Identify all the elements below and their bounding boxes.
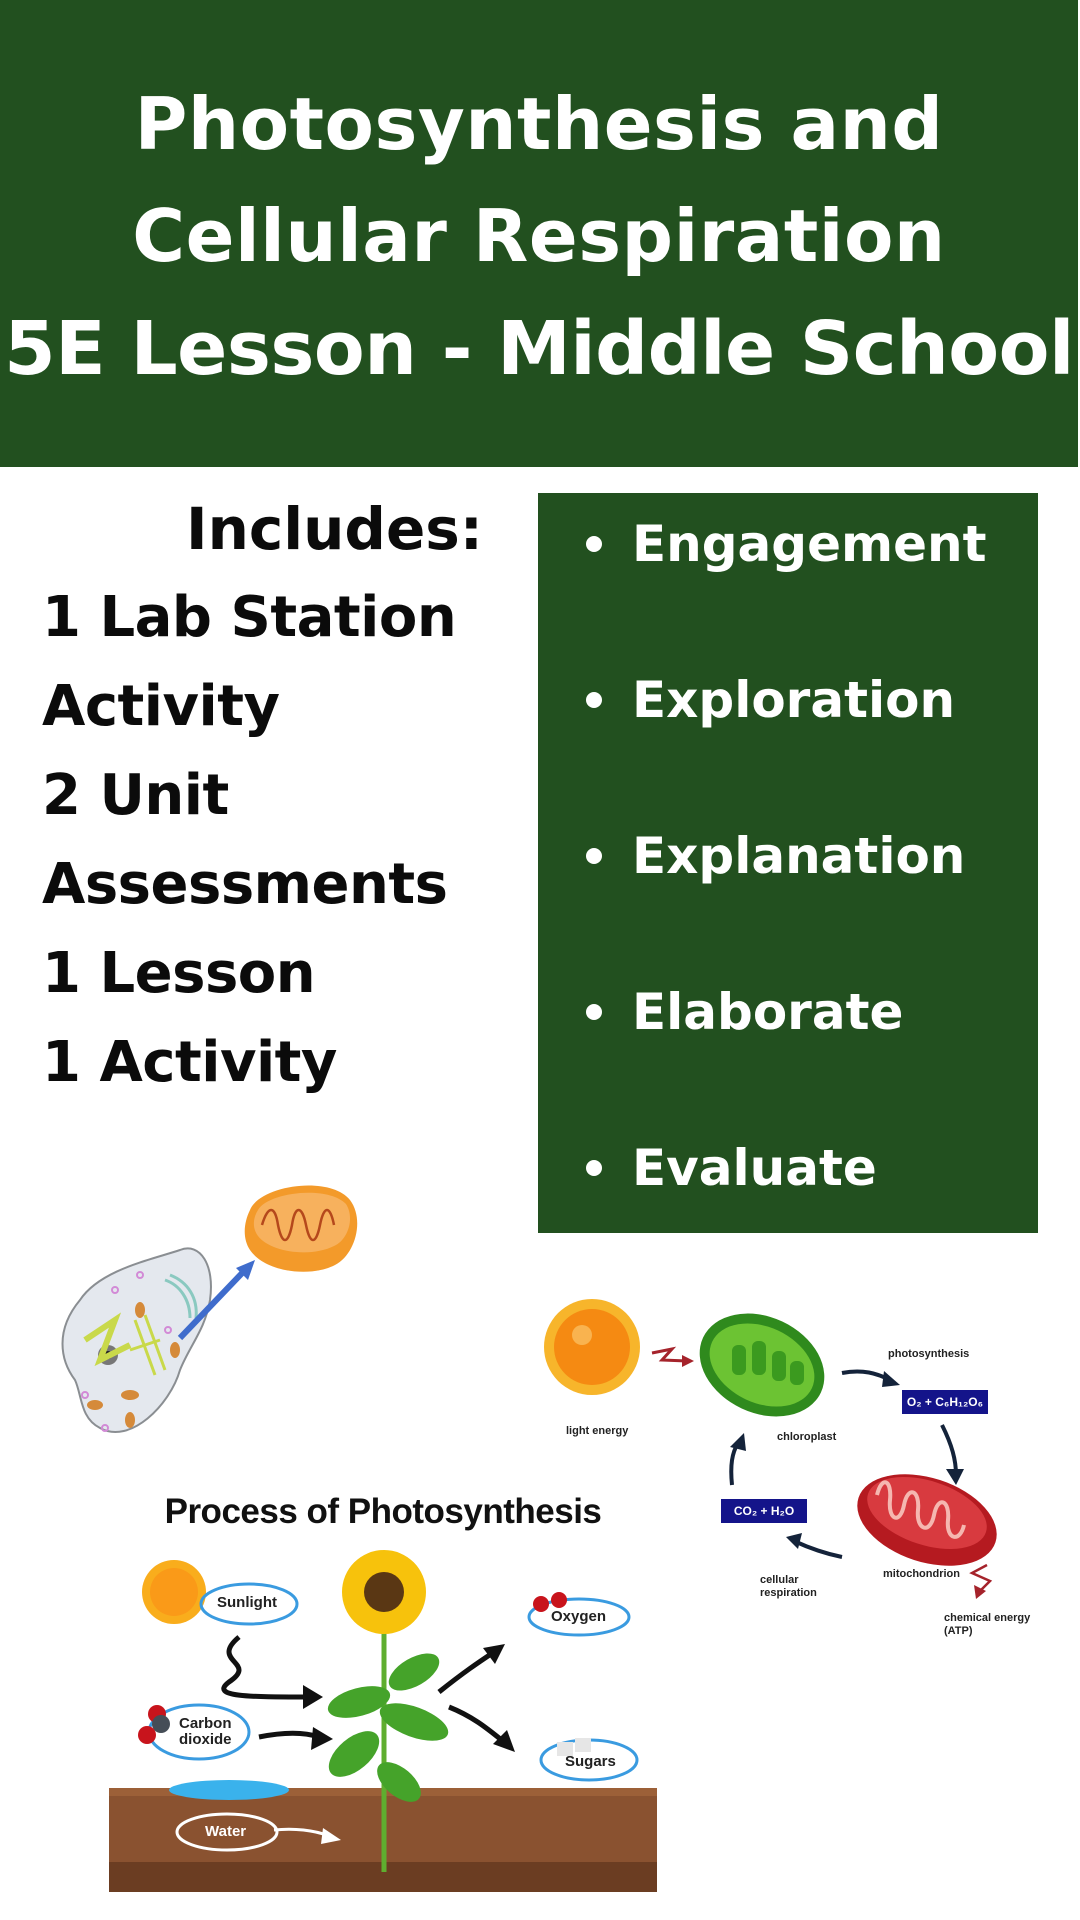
includes-item: Activity [42, 674, 280, 739]
label-chloroplast: chloroplast [777, 1431, 837, 1443]
title-line-3: 5E Lesson - Middle School [4, 306, 1074, 392]
phase-item: Exploration [586, 671, 955, 729]
process-of-photosynthesis-diagram: Process of Photosynthesis [109, 1492, 657, 1892]
photosynthesis-respiration-cycle: light energy chloroplast photosynthesis … [532, 1285, 1032, 1640]
title-banner: Photosynthesis and Cellular Respiration … [0, 0, 1078, 467]
cell-illustration [40, 1170, 370, 1440]
includes-title: Includes: [186, 495, 483, 563]
label-oxygen: Oxygen [551, 1608, 607, 1625]
bullet-icon [586, 692, 602, 708]
animal-cell-icon [61, 1247, 212, 1434]
mitochondrion-icon [857, 1474, 997, 1566]
phase-item: Evaluate [586, 1139, 877, 1197]
mitochondrion-icon [244, 1185, 358, 1272]
label-mitochondrion: mitochondrion [883, 1568, 960, 1580]
sunflower-icon [327, 1550, 449, 1872]
phase-item: Elaborate [586, 983, 903, 1041]
phase-item: Engagement [586, 515, 987, 573]
title-line-1: Photosynthesis and [134, 82, 944, 166]
label-chemical-energy: chemical energy [944, 1612, 1031, 1624]
includes-item: Assessments [42, 852, 448, 917]
label-sunlight: Sunlight [217, 1594, 277, 1611]
label-dioxide: dioxide [179, 1731, 232, 1748]
phases-box: Engagement Exploration Explanation Elabo… [538, 493, 1038, 1233]
label-carbon: Carbon [179, 1715, 232, 1732]
includes-item: 1 Activity [42, 1030, 337, 1095]
phase-item: Explanation [586, 827, 965, 885]
label-photosynthesis: photosynthesis [888, 1348, 970, 1360]
includes-item: 1 Lesson [42, 941, 316, 1006]
sun-icon [544, 1299, 640, 1395]
chloroplast-icon [699, 1313, 825, 1417]
label-light-energy: light energy [566, 1425, 629, 1437]
label-respiration: respiration [760, 1587, 817, 1599]
diagram-title: Process of Photosynthesis [164, 1492, 602, 1531]
bullet-icon [586, 536, 602, 552]
includes-item: 2 Unit [42, 763, 229, 828]
title-line-2: Cellular Respiration [132, 194, 946, 278]
bullet-icon [586, 1160, 602, 1176]
label-water: Water [205, 1823, 247, 1840]
sun-icon [142, 1560, 206, 1624]
label-atp: (ATP) [944, 1625, 973, 1637]
label-cellular: cellular [760, 1574, 799, 1586]
reactants-formula-box: CO₂ + H₂O [721, 1499, 807, 1523]
bullet-icon [586, 848, 602, 864]
arrow-icon [177, 1260, 255, 1341]
label-sugars: Sugars [565, 1753, 616, 1770]
bullet-icon [586, 1004, 602, 1020]
products-formula-box: O₂ + C₆H₁₂O₆ [902, 1390, 988, 1414]
includes-item: 1 Lab Station [42, 585, 457, 650]
